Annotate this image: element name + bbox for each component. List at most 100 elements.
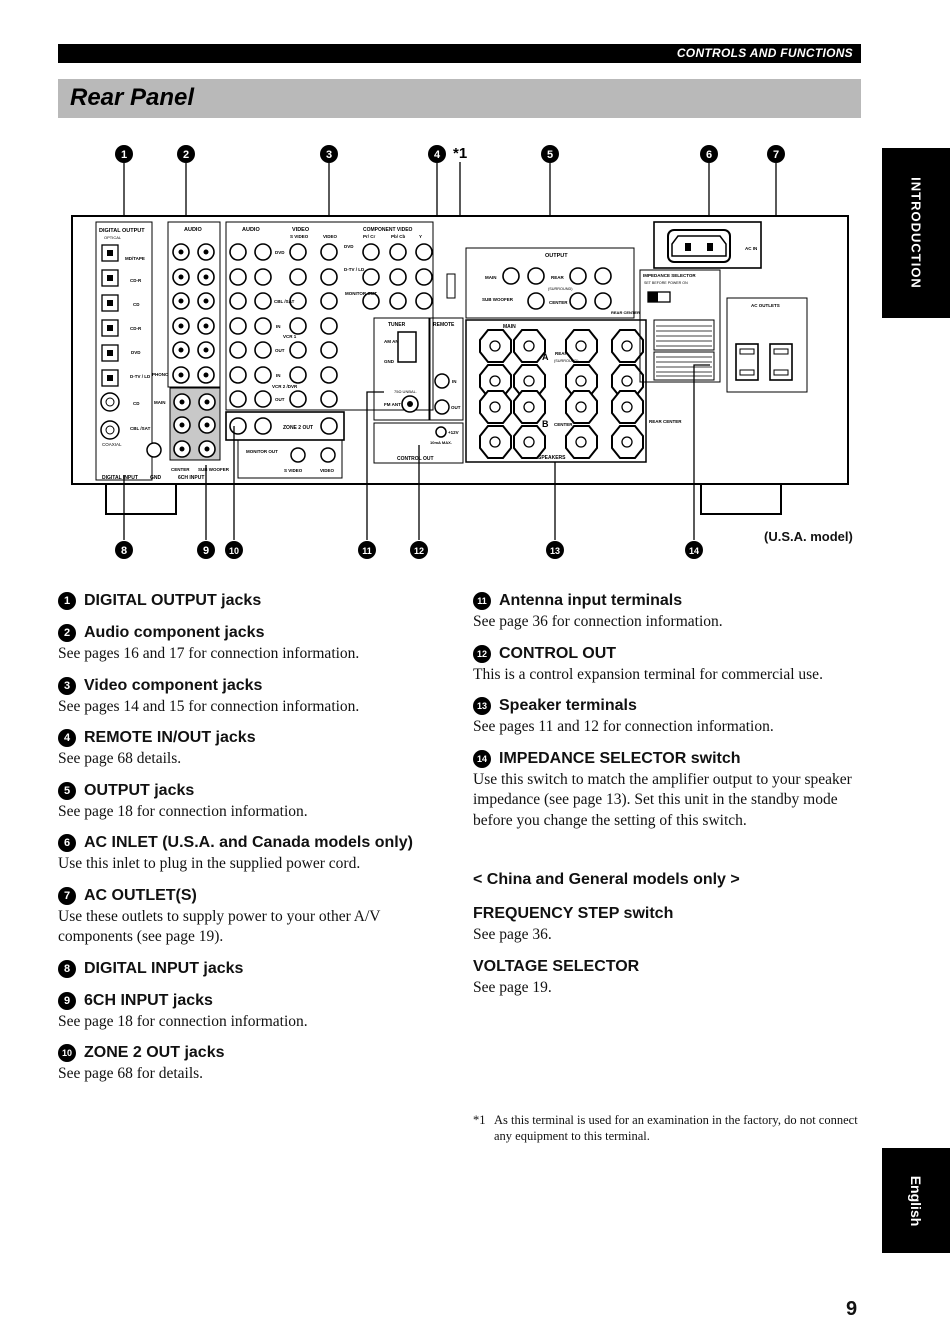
model-label: (U.S.A. model) — [764, 529, 853, 544]
section-title: CONTROLS AND FUNCTIONS — [676, 46, 853, 60]
footnote: *1 As this terminal is used for an exami… — [473, 1112, 863, 1144]
callout-4: 4 — [428, 145, 446, 163]
callout-5: 5 — [541, 145, 559, 163]
function-item-description: See page 68 for details. — [58, 1065, 204, 1082]
coaxial-label: COAXIAL — [102, 442, 122, 447]
speakers-center-label: CENTER — [554, 422, 573, 427]
item-number-badge: 8 — [58, 959, 76, 978]
function-item: 7 AC OUTLET(S) Use these outlets to supply… — [58, 885, 453, 948]
function-item-description: See pages 16 and 17 for connection infor… — [58, 645, 360, 662]
tuner-label: TUNER — [388, 322, 406, 328]
item-number-badge: 7 — [58, 886, 76, 905]
china-section-heading: < China and General models only > — [473, 871, 740, 888]
monitor-out-label: MONITOR OUT — [246, 449, 278, 454]
function-item-description: Use this switch to match the amplifier o… — [473, 770, 852, 829]
item-number-badge: 3 — [58, 676, 76, 695]
section-header-bar: CONTROLS AND FUNCTIONS — [58, 44, 861, 63]
callout-8: 8 — [115, 541, 133, 559]
ac-in-label: AC IN — [745, 246, 757, 251]
output-surround-label: (SURROUND) — [548, 287, 573, 291]
tuner-remote-block: TUNER AM ANT GND 75Ω UNBAL. FM ANT REMOT… — [373, 273, 464, 421]
function-item-title: OUTPUT jacks — [84, 781, 195, 799]
max-label: 10mA MAX. — [430, 440, 452, 445]
pr-label: Pr/ Cr — [363, 234, 376, 239]
function-item-description: Use these outlets to supply power to you… — [58, 907, 381, 946]
ac-inlet: AC IN — [653, 221, 762, 269]
cbl-sat-video-label: CBL /SAT — [274, 299, 295, 304]
function-item-title: VOLTAGE SELECTOR — [473, 957, 640, 975]
callout-3-label: 3 — [326, 149, 332, 161]
function-item-heading: 5 OUTPUT jacks — [58, 780, 453, 802]
video-label-2: VIDEO — [323, 234, 338, 239]
foot-left — [105, 483, 177, 515]
remote-out-label: OUT — [451, 405, 461, 410]
bottom-callouts: 8 9 10 11 12 13 14 — [115, 541, 703, 559]
function-item-description: See page 19. — [473, 978, 552, 996]
callout-9-label: 9 — [203, 545, 209, 557]
side-tab-introduction: INTRODUCTION — [882, 148, 950, 318]
remote-in-label: IN — [452, 379, 457, 384]
spacer — [473, 841, 868, 871]
fm-ant-label: FM ANT — [384, 402, 401, 407]
in-label-vcr2: IN — [276, 373, 281, 378]
function-item-description: See page 36 for connection information. — [473, 613, 723, 630]
dvd-label: DVD — [131, 350, 141, 355]
speakers-a-label: A — [542, 352, 549, 362]
gnd-tuner-label: GND — [384, 359, 395, 364]
callout-11: 11 — [358, 541, 376, 559]
main-label-6ch: MAIN — [154, 400, 166, 405]
function-item-description: See pages 14 and 15 for connection infor… — [58, 697, 360, 715]
am-ant-label: AM ANT — [384, 339, 402, 344]
y-label: Y — [419, 234, 422, 239]
item-number-badge: 14 — [473, 749, 491, 768]
dtv-ld-component-label: D-TV / LD — [344, 267, 365, 272]
item-number-badge: 11 — [473, 592, 491, 610]
cd-label-2: CD — [133, 401, 140, 406]
speakers-block: MAIN A REAR (SURROUND) B — [465, 319, 682, 463]
optical-label: OPTICAL — [104, 235, 122, 240]
function-item-title: Speaker terminals — [499, 697, 637, 714]
output-label: OUTPUT — [545, 253, 568, 259]
unbal-label: 75Ω UNBAL. — [394, 389, 417, 394]
item-number-badge: 4 — [58, 729, 76, 747]
gnd-label: GND — [150, 475, 162, 481]
function-item-title: REMOTE IN/OUT jacks — [84, 729, 256, 746]
monitor-out-component-label: MONITOR OUT — [345, 291, 377, 296]
vcr1-label: VCR 1 — [283, 334, 297, 339]
output-rear-center-label: REAR CENTER — [611, 310, 640, 315]
function-item-heading: VOLTAGE SELECTOR — [473, 956, 868, 978]
speakers-rear-label: REAR — [555, 351, 569, 356]
function-item-title: AC OUTLET(S) — [84, 886, 197, 904]
item-number-badge: 2 — [58, 624, 76, 642]
digital-output-label: DIGITAL OUTPUT — [99, 228, 145, 234]
item-number-badge: 5 — [58, 781, 76, 800]
speakers-main-label: MAIN — [503, 324, 516, 330]
foot-right — [700, 483, 782, 515]
speakers-label: SPEAKERS — [538, 455, 566, 461]
page-title: Rear Panel — [70, 84, 195, 111]
callout-14-label: 14 — [689, 546, 699, 556]
function-item-title: 6CH INPUT jacks — [84, 991, 213, 1009]
item-number-badge: 10 — [58, 1044, 76, 1062]
footnote-text: As this terminal is used for an examinat… — [494, 1113, 858, 1143]
s-video-out-label: S VIDEO — [284, 468, 303, 473]
item-number-badge: 6 — [58, 834, 76, 852]
ac-outlets-label: AC OUTLETS — [751, 303, 780, 308]
function-item-description: See page 36. — [473, 926, 552, 943]
dtv-ld-label: D-TV / LD — [130, 374, 151, 379]
zone2-out-label: ZONE 2 OUT — [283, 425, 313, 431]
impedance-selector: IMPEDANCE SELECTOR SET BEFORE POWER ON — [639, 269, 721, 383]
